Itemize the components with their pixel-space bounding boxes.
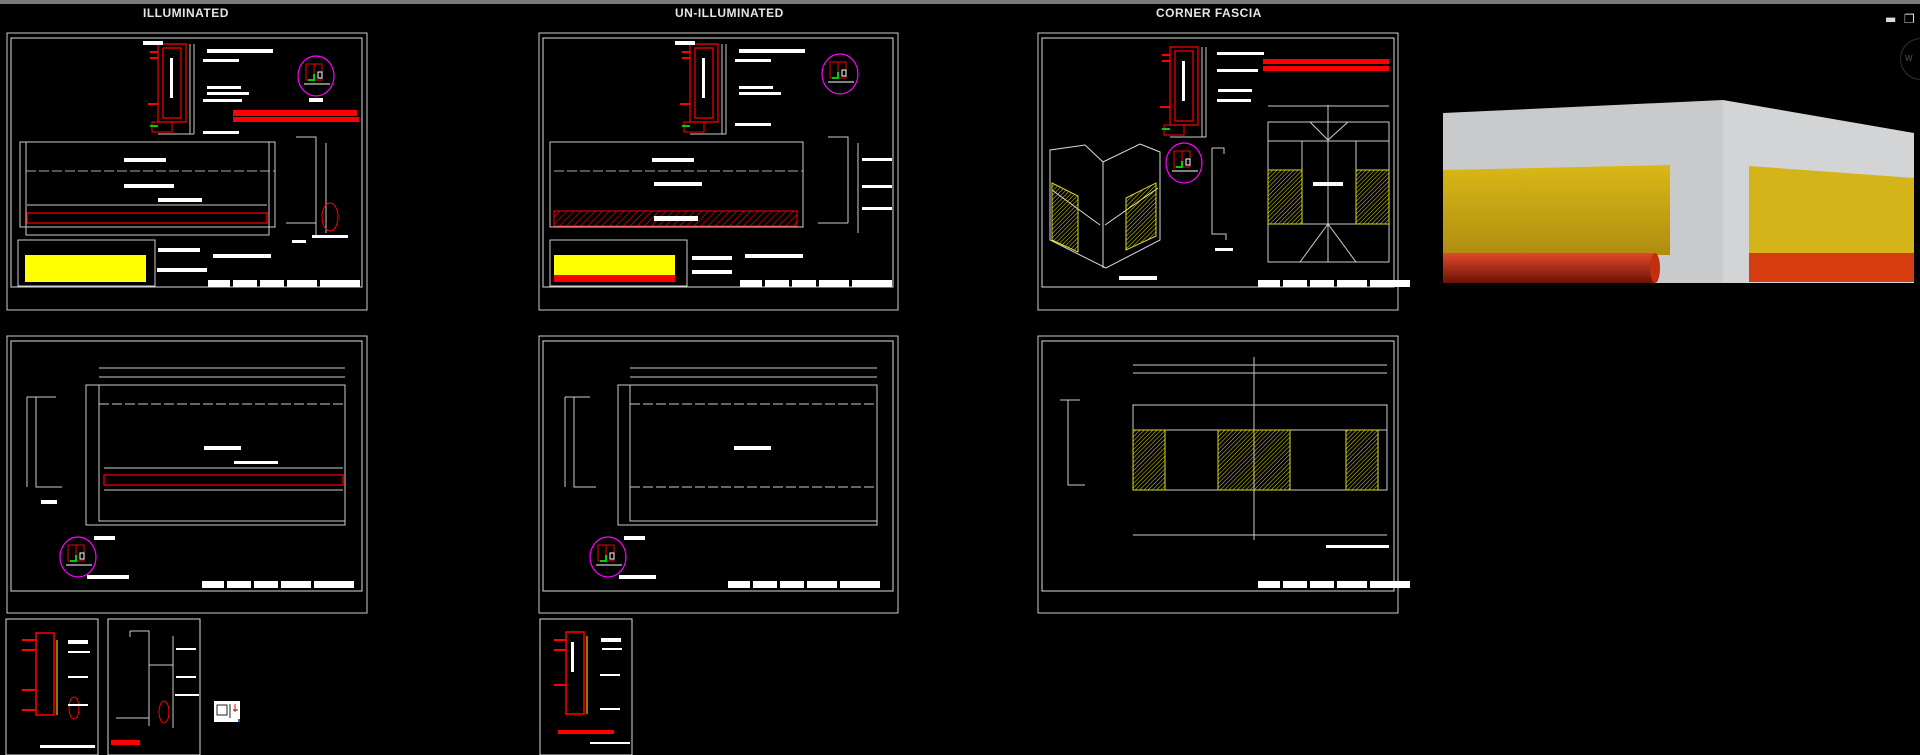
- sheet-border: [6, 335, 368, 614]
- minimize-icon[interactable]: ▬: [1885, 12, 1897, 26]
- 3d-render-viewport[interactable]: [1443, 100, 1914, 283]
- fascia-elevation: [85, 367, 346, 526]
- sheet-corner-fascia-elevation[interactable]: [1037, 335, 1410, 614]
- top-border: [0, 0, 1920, 4]
- fascia-elevation: [617, 367, 878, 526]
- profile-label: [41, 500, 57, 504]
- heading-un-illuminated: UN-ILLUMINATED: [675, 6, 784, 20]
- front-elevation: [549, 141, 804, 228]
- title-block: [208, 280, 360, 287]
- sheet-border: [6, 32, 368, 311]
- section-detail: [1159, 46, 1207, 138]
- sheet-un-illuminated-elevation[interactable]: [538, 335, 899, 614]
- heading-corner-fascia: CORNER FASCIA: [1156, 6, 1262, 20]
- callout-labels: [143, 41, 273, 134]
- sheet-small-profile-section[interactable]: [107, 618, 201, 755]
- isometric-corner-view: [1049, 143, 1161, 280]
- callout-labels: [675, 41, 805, 126]
- corner-fascia-elevation: [1060, 357, 1388, 540]
- title-block: [202, 581, 354, 588]
- sheet-un-illuminated-details[interactable]: [538, 32, 899, 311]
- detail-label: [87, 575, 129, 579]
- sheet-border: [107, 618, 201, 755]
- color-elevation: [17, 239, 271, 287]
- viewcube-label: W: [1905, 54, 1913, 63]
- sheet-border: [1037, 32, 1399, 311]
- render-fascia-yellow-right: [1749, 166, 1914, 253]
- callout-labels: [1217, 52, 1264, 102]
- drawing-label: [1326, 545, 1389, 548]
- sheet-corner-fascia-details[interactable]: [1037, 32, 1410, 311]
- title-block: [728, 581, 880, 588]
- detail-label: [624, 536, 645, 540]
- sheet-border: [538, 32, 899, 311]
- sheet-border: [1037, 335, 1399, 614]
- profile-section: [1211, 147, 1233, 251]
- front-elevation: [19, 141, 276, 236]
- drawing-frame: [542, 340, 894, 592]
- drawing-frame: [1041, 37, 1395, 288]
- magenta-detail-circle: [589, 536, 627, 578]
- title-block: [1258, 280, 1410, 287]
- magenta-detail-circle: [59, 536, 97, 578]
- profile-section: [286, 136, 348, 243]
- magenta-detail-circle: [821, 53, 859, 95]
- profile-section: [818, 136, 892, 233]
- red-note-bar: [233, 117, 359, 122]
- sheet-illuminated-details[interactable]: [6, 32, 368, 311]
- render-fascia-yellow-left: [1443, 165, 1670, 255]
- drawing-frame: [10, 340, 363, 592]
- drawing-frame: [1041, 340, 1395, 592]
- color-elevation: [549, 239, 803, 287]
- sheet-small-un-illuminated-section[interactable]: [539, 618, 633, 755]
- sheet-border: [5, 618, 99, 755]
- drawing-frame: [10, 37, 363, 288]
- red-note-bar: [1263, 59, 1389, 64]
- title-block: [1258, 581, 1410, 588]
- sheet-small-illuminated-section[interactable]: [5, 618, 99, 755]
- render-fascia-red-left: [1443, 253, 1655, 283]
- sheet-border: [539, 618, 633, 755]
- c-profile: [26, 396, 62, 488]
- restore-icon[interactable]: ❐: [1904, 12, 1915, 26]
- render-red-cylinder-end: [1650, 253, 1660, 283]
- heading-illuminated: ILLUMINATED: [143, 6, 229, 20]
- section-detail: [147, 43, 195, 135]
- title-block: [740, 280, 892, 287]
- sheet-border: [538, 335, 899, 614]
- corner-front-elevation: [1267, 105, 1390, 263]
- red-note-bar: [1263, 66, 1389, 71]
- red-note-bar: [233, 110, 357, 116]
- render-fascia-red-right: [1749, 253, 1914, 282]
- thumbnail-block[interactable]: [214, 701, 240, 722]
- magenta-detail-circle: [1165, 142, 1203, 184]
- sheet-illuminated-elevation[interactable]: [6, 335, 368, 614]
- c-profile: [564, 396, 596, 488]
- detail-label: [94, 536, 115, 540]
- detail-label: [309, 98, 323, 102]
- detail-label: [619, 575, 656, 579]
- magenta-detail-circle: [297, 55, 335, 97]
- drawing-frame: [542, 37, 894, 288]
- section-detail: [679, 43, 727, 135]
